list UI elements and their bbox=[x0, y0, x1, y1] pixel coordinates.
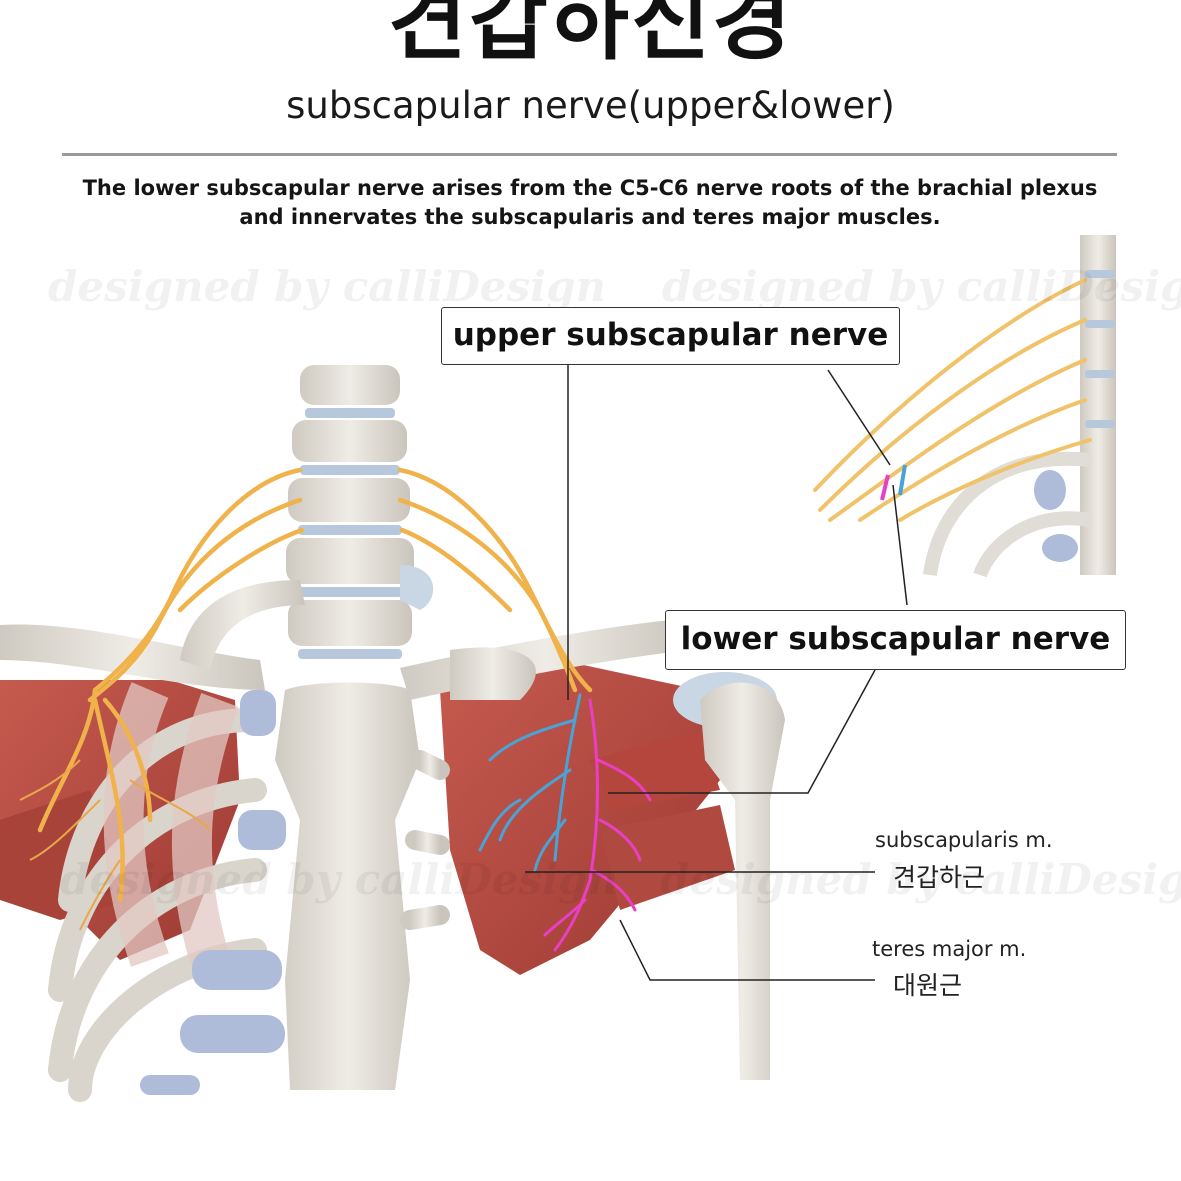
lower-callout-inset-leader bbox=[892, 484, 908, 606]
description: The lower subscapular nerve arises from … bbox=[40, 174, 1140, 232]
page-title: 견갑하신경 bbox=[387, 0, 794, 72]
spine bbox=[286, 365, 414, 659]
description-line-2: and innervates the subscapularis and ter… bbox=[239, 205, 941, 229]
right-ribs bbox=[400, 750, 450, 930]
leader-lines bbox=[525, 365, 908, 981]
inset-lower-subscapular-nerve bbox=[880, 474, 890, 501]
upper-subscapular-nerve-callout: upper subscapular nerve bbox=[441, 307, 900, 365]
lower-subscapular-nerve-callout: lower subscapular nerve bbox=[665, 610, 1126, 670]
inset-plexus-illustration bbox=[813, 235, 1116, 578]
left-ribs-overlay bbox=[103, 682, 239, 967]
teres-major-label-en: teres major m. bbox=[872, 937, 1027, 961]
right-teres-major-muscle bbox=[590, 730, 735, 910]
right-subscapularis-muscle bbox=[440, 660, 720, 975]
watermark-4: designed by calliDesign bbox=[660, 855, 1181, 904]
subscapularis-label-en: subscapularis m. bbox=[875, 828, 1053, 852]
description-line-1: The lower subscapular nerve arises from … bbox=[82, 176, 1098, 200]
subscapularis-label-ko: 견갑하근 bbox=[893, 863, 986, 892]
brachial-plexus-nerves bbox=[37, 467, 593, 903]
teres-major-leader bbox=[619, 919, 875, 981]
costal-cartilages bbox=[140, 690, 286, 1095]
watermark-2: designed by calliDesign bbox=[662, 262, 1181, 311]
page-subtitle: subscapular nerve(upper&lower) bbox=[286, 84, 895, 127]
left-first-rib bbox=[180, 580, 305, 670]
lower-callout-leader bbox=[608, 669, 876, 794]
watermark-3: designed by calliDesign bbox=[60, 855, 618, 904]
right-scapula bbox=[450, 647, 536, 700]
sternum bbox=[275, 682, 420, 1090]
right-first-rib bbox=[400, 565, 434, 610]
upper-subscapular-nerve bbox=[478, 693, 582, 872]
upper-callout-inset-leader bbox=[827, 369, 891, 466]
inset-upper-subscapular-nerve bbox=[898, 464, 907, 496]
teres-major-label-ko: 대원근 bbox=[893, 971, 963, 1000]
title-divider bbox=[62, 153, 1117, 156]
watermark-1: designed by calliDesign bbox=[48, 262, 606, 311]
thin-nerve-branches bbox=[19, 759, 211, 931]
